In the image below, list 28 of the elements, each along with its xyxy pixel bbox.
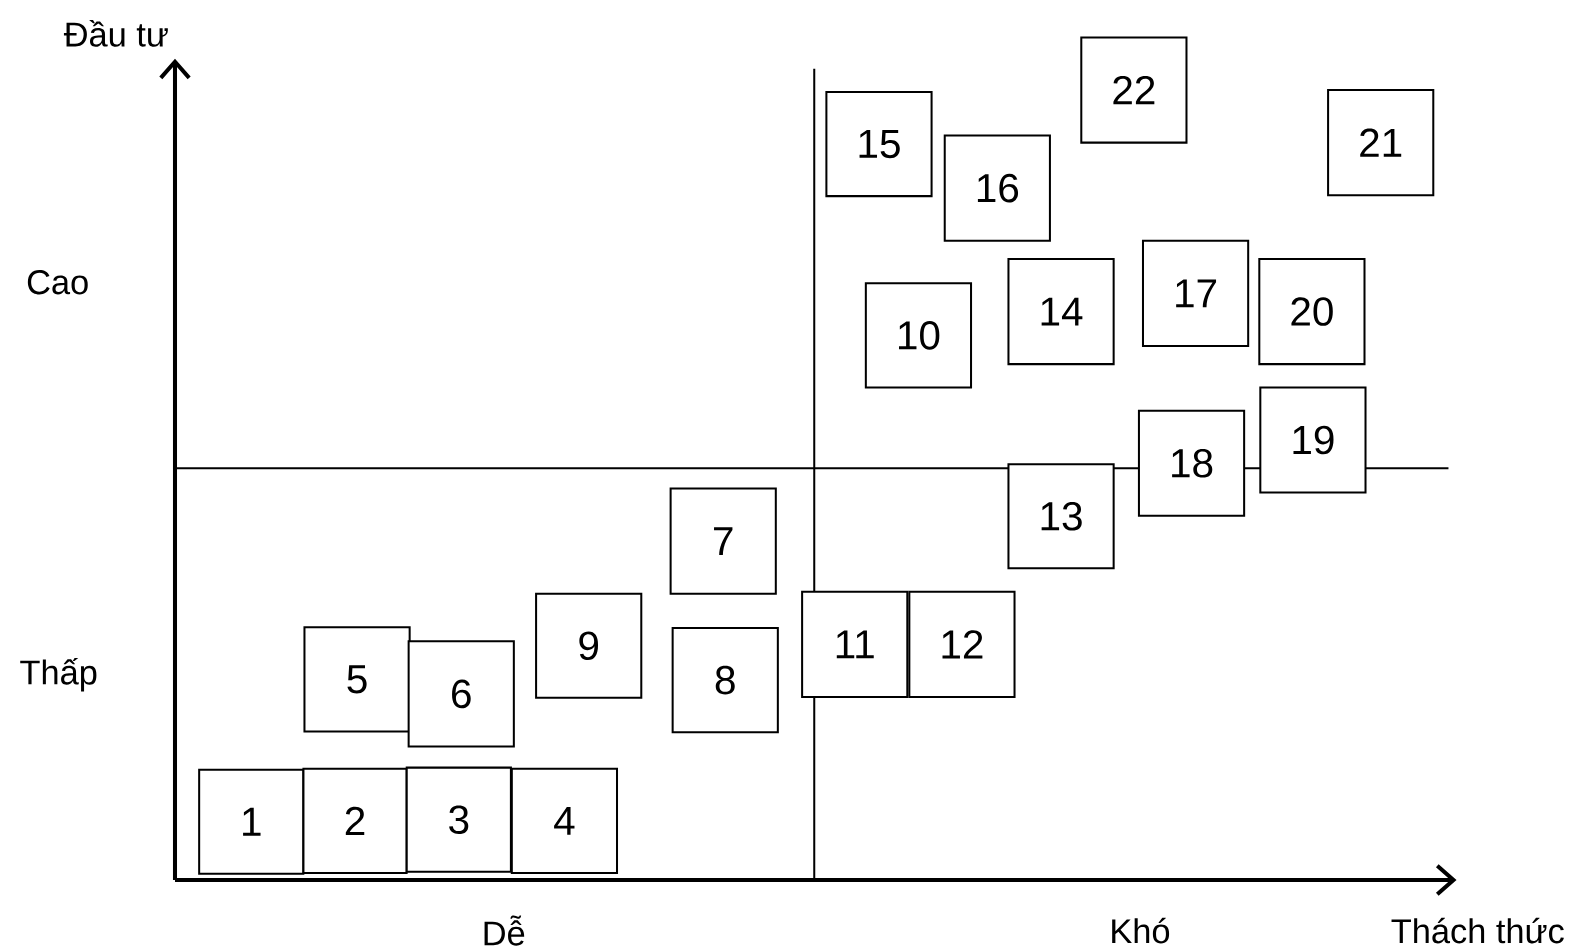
axis-label: Cao: [27, 270, 88, 295]
number-box: 9: [535, 592, 643, 699]
number-box: 12: [908, 590, 1016, 698]
axis-title: Thách thức: [1391, 917, 1564, 944]
number-box: 22: [1080, 36, 1188, 144]
number-box: 16: [943, 134, 1051, 242]
number-box: 21: [1327, 89, 1435, 197]
number-box: 13: [1007, 463, 1115, 570]
number-box: 10: [864, 282, 973, 389]
number-box: 7: [669, 487, 777, 595]
axis-label: Dễ: [484, 915, 525, 946]
number-box: 8: [671, 627, 779, 734]
number-box: 1: [198, 768, 305, 875]
axis-label: Khó: [1112, 917, 1170, 944]
number-box: 5: [303, 626, 411, 733]
number-box: 11: [801, 590, 909, 698]
number-box: 17: [1141, 239, 1250, 348]
number-box: 6: [407, 640, 515, 748]
number-box: 19: [1259, 386, 1367, 494]
axis-label: Thấp: [20, 657, 97, 692]
number-box: 15: [825, 91, 933, 198]
number-box: 4: [510, 767, 618, 875]
number-box: 3: [405, 766, 512, 873]
axis-title: Đầu tư: [63, 20, 168, 47]
number-box: 2: [302, 767, 408, 875]
number-box: 18: [1137, 409, 1246, 517]
number-box: 14: [1007, 258, 1115, 366]
number-box: 20: [1258, 258, 1366, 366]
